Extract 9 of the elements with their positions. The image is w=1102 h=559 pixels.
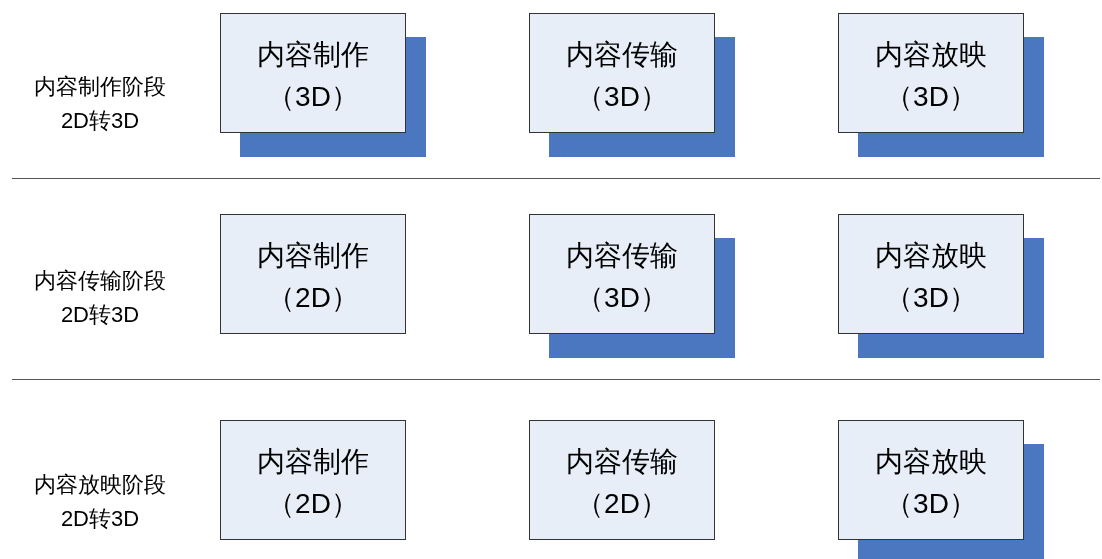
row-label: 2D转3D [60, 107, 140, 135]
process-box: 内容制作 （2D） [220, 420, 406, 540]
row-label: 2D转3D [60, 301, 140, 329]
row-label: 内容放映阶段 [34, 471, 166, 499]
row-label: 内容传输阶段 [34, 267, 166, 295]
process-box: 内容制作 （2D） [220, 214, 406, 334]
row-label: 2D转3D [60, 505, 140, 533]
process-box: 内容传输 （2D） [529, 420, 715, 540]
row-label: 内容制作阶段 [34, 73, 166, 101]
